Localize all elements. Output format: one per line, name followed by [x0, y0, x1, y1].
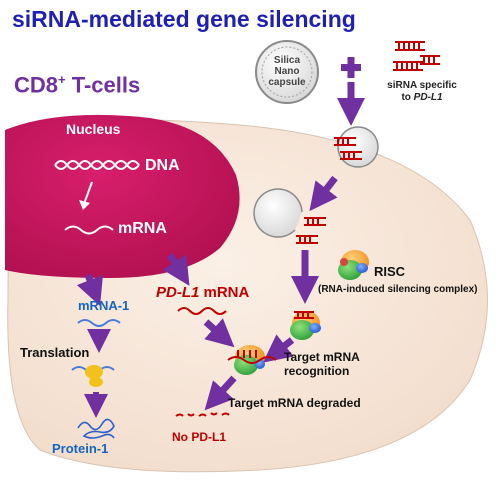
loaded-capsule-icon — [337, 126, 379, 168]
risc-complex-icon — [338, 250, 369, 280]
sirna-label-line1: siRNA specific — [387, 80, 457, 91]
pdl1-mrna-gene: PD-L1 — [156, 284, 200, 301]
flow-arrow — [262, 334, 295, 363]
capsule-label-line1: Silica — [273, 55, 301, 66]
dna-helix-icon — [54, 160, 140, 170]
capsule-label-line2: Nano — [274, 66, 300, 77]
no-pdl1-label: No PD-L1 — [172, 430, 226, 444]
dna-label: DNA — [145, 157, 180, 174]
diagram-title: siRNA-mediated gene silencing — [12, 6, 356, 32]
cell-type-prefix: CD8 — [14, 72, 59, 98]
mrna1-strand-icon — [77, 319, 121, 327]
risc-label: RISC — [374, 264, 406, 279]
sirna-loaded-icon — [334, 137, 362, 160]
sirna-duplex-icon — [420, 55, 440, 65]
sirna-duplex-icon — [393, 41, 425, 71]
cell-type-superscript: + — [58, 72, 66, 87]
pdl1-mrna-strand-icon — [177, 307, 227, 315]
risc-full-label: (RNA-induced silencing complex) — [318, 284, 478, 295]
pdl1-mrna-suffix: mRNA — [199, 284, 250, 301]
cell-type-suffix: T-cells — [65, 72, 141, 98]
transcription-arrowhead — [79, 200, 90, 210]
transcription-arrow — [83, 181, 93, 205]
target-degraded-label: Target mRNA degraded — [228, 396, 361, 410]
target-recognition-icon — [227, 345, 277, 375]
flow-arrow — [162, 253, 190, 286]
capsule-label: Silica Nano capsule — [262, 55, 312, 88]
mrna-label: mRNA — [118, 220, 167, 237]
sirna-label-line2: to PD-L1 — [382, 92, 462, 104]
flow-arrow — [203, 318, 235, 348]
sirna-label-gene: PD-L1 — [413, 92, 443, 103]
protein-icon — [77, 418, 115, 439]
released-sirna-icon — [296, 217, 326, 244]
nucleus-label: Nucleus — [66, 121, 121, 137]
mrna1-label: mRNA-1 — [78, 298, 130, 313]
flow-arrow — [204, 375, 237, 411]
translation-label: Translation — [20, 345, 90, 360]
risc-sirna-icon — [294, 311, 314, 319]
nuclear-mrna-icon — [64, 225, 114, 235]
flow-arrow — [76, 273, 103, 307]
opened-capsule-icon — [253, 188, 303, 238]
target-recognition-label: Target mRNA recognition — [284, 350, 360, 378]
plus-icon — [341, 57, 361, 78]
sirna-label-prefix: to — [401, 92, 414, 103]
nucleus — [5, 114, 240, 278]
silica-nanocapsule-icon — [255, 40, 319, 104]
flow-arrow — [309, 175, 338, 212]
capsule-label-line3: capsule — [268, 77, 306, 88]
cell-type-label: CD8+ T-cells — [14, 72, 140, 98]
degraded-mrna-icon — [175, 412, 230, 417]
ribosome-icon — [71, 365, 115, 387]
pdl1-mrna-label: PD-L1 mRNA — [156, 284, 249, 301]
sirna-label: siRNA specific to PD-L1 — [382, 80, 462, 104]
target-recognition-line2: recognition — [284, 364, 350, 378]
target-recognition-line1: Target mRNA — [284, 350, 360, 364]
protein1-label: Protein-1 — [52, 441, 109, 456]
